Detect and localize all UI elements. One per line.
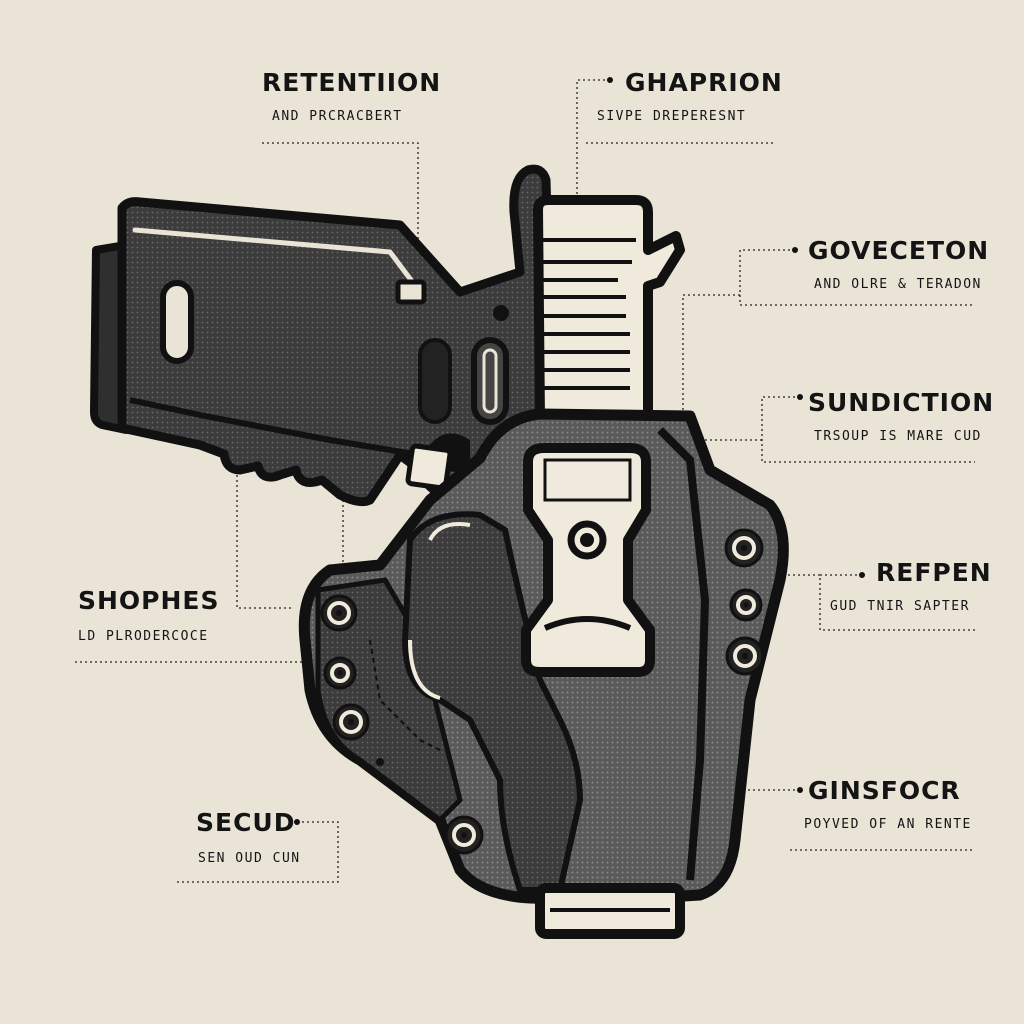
callout-subtitle: GUD TNIR SAPTER — [830, 599, 992, 614]
pistol-port-right — [474, 340, 506, 422]
rivet-icon — [334, 705, 368, 739]
callout-subtitle: SIVPE DREPERESNT — [597, 109, 783, 124]
rivet-icon — [731, 590, 761, 620]
callout-goveceton: GOVECETON AND OLRE & TERADON — [808, 236, 989, 292]
callout-title: GHAPRION — [625, 68, 783, 97]
callout-secud: SECUD SEN OUD CUN — [196, 808, 301, 866]
rivet-icon — [726, 530, 762, 566]
callout-subtitle: AND OLRE & TERADON — [814, 277, 989, 292]
callout-subtitle: SEN OUD CUN — [198, 851, 301, 866]
pistol-slide-catch — [398, 282, 424, 302]
leader-goveceton-branch — [683, 295, 740, 412]
callout-title: GINSFOCR — [808, 776, 972, 805]
callout-gisfocr: GINSFOCR POYVED OF AN RENTE — [808, 776, 972, 832]
callout-title: SHOPHES — [78, 586, 220, 615]
callout-subtitle: LD PLRODERCOCE — [78, 629, 220, 644]
callout-title: GOVECETON — [808, 236, 989, 265]
belt-clip — [526, 448, 650, 672]
callout-shophes: SHOPHES LD PLRODERCOCE — [78, 586, 220, 644]
callout-subtitle: POYVED OF AN RENTE — [804, 817, 972, 832]
callout-refpen: REFPEN GUD TNIR SAPTER — [876, 558, 992, 614]
rivet-icon — [446, 817, 482, 853]
leader-ghaprion — [577, 80, 610, 195]
callout-subtitle: AND PRCRACBERT — [272, 109, 441, 124]
callout-title: SUNDICTION — [808, 388, 994, 417]
callout-title: REFPEN — [876, 558, 992, 587]
callout-retention: RETENTIION AND PRCRACBERT — [262, 68, 441, 124]
callout-title: SECUD — [196, 808, 301, 837]
callout-subtitle: TRSOUP IS MARE CUD — [814, 429, 994, 444]
rivet-icon — [325, 658, 355, 688]
callout-ghaprion: GHAPRION SIVPE DREPERESNT — [625, 68, 783, 124]
pistol-port-center — [420, 340, 450, 422]
callout-title: RETENTIION — [262, 68, 441, 97]
pistol-port-left — [163, 283, 191, 361]
leader-shophes-vert — [237, 470, 293, 608]
rivet-icon — [322, 596, 356, 630]
rivet-icon — [727, 638, 763, 674]
callout-sundiction: SUNDICTION TRSOUP IS MARE CUD — [808, 388, 994, 444]
